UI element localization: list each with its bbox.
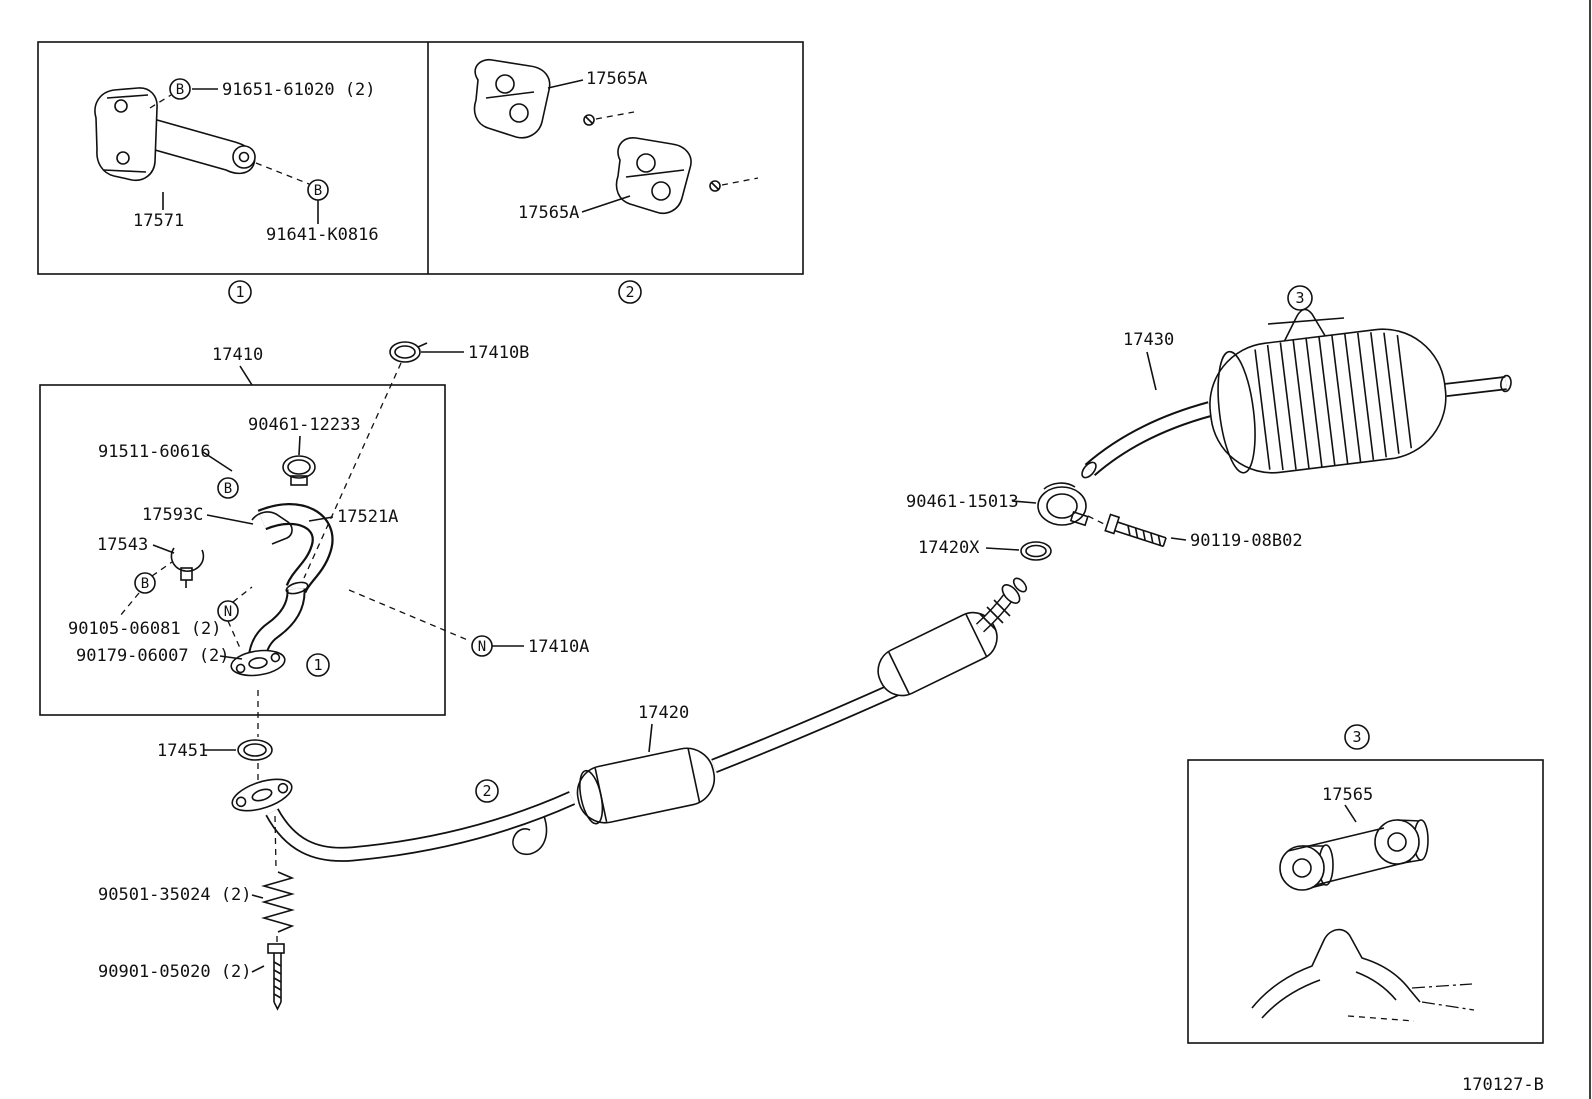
svg-text:3: 3 (1352, 728, 1361, 746)
spring-and-bolt-hardware: 90501-35024 (2) 90901-05020 (2) (98, 815, 295, 1011)
label-91511-60616: 91511-60616 (98, 442, 211, 462)
detail-boxes (37, 0, 1591, 1099)
front-pipe-box-labels: 17410 17410B 90461-12233 91511-60616 B 1… (68, 341, 589, 677)
label-17543: 17543 (97, 535, 148, 555)
label-17565A-bottom: 17565A (518, 203, 579, 223)
callout-n-1: N (224, 604, 232, 620)
section-number-2: 2 (618, 280, 642, 304)
rear-clamp-hardware: 90461-15013 17420X 90119-08B02 (906, 482, 1303, 561)
label-17565A-top: 17565A (586, 69, 647, 89)
label-17451: 17451 (157, 741, 208, 761)
label-17430: 17430 (1123, 330, 1174, 350)
drawing-number: 170127-B (1462, 1075, 1544, 1095)
hanger-bracket-sketch (1251, 928, 1475, 1022)
label-17420X: 17420X (918, 538, 980, 558)
section-number-3-top: 3 (1287, 285, 1313, 311)
section-number-1: 1 (228, 280, 252, 304)
callout-b-4: B (141, 576, 149, 592)
svg-text:2: 2 (625, 283, 634, 301)
section1-callouts: B 91651-61020 (2) 17571 B 91641-K0816 (133, 78, 379, 245)
label-17410B: 17410B (468, 343, 529, 363)
front-pipe-assembly-drawing (170, 455, 334, 677)
label-17593C: 17593C (142, 505, 203, 525)
section-ref-2: 2 (482, 782, 491, 800)
label-90461-12233: 90461-12233 (248, 415, 361, 435)
label-17410: 17410 (212, 345, 263, 365)
label-90501-35024: 90501-35024 (2) (98, 885, 252, 905)
label-17571: 17571 (133, 211, 184, 231)
label-90119-08B02: 90119-08B02 (1190, 531, 1303, 551)
label-91641-K0816: 91641-K0816 (266, 225, 379, 245)
hanger-17565A-top-drawing (473, 58, 635, 139)
center-pipe-17420-drawing: 17420 2 (231, 577, 1028, 862)
label-17565: 17565 (1322, 785, 1373, 805)
label-90179-06007: 90179-06007 (2) (76, 646, 230, 666)
label-90901-05020: 90901-05020 (2) (98, 962, 252, 982)
section2-labels: 17565A 17565A (518, 69, 647, 223)
rear-muffler-17430-drawing: 17430 (1081, 308, 1512, 479)
label-17521A: 17521A (337, 507, 398, 527)
callout-b-1: B (176, 82, 184, 98)
hanger-17565-drawing: 17565 (1279, 785, 1429, 891)
section-ref-1: 1 (313, 656, 322, 674)
label-17410A: 17410A (528, 637, 589, 657)
callout-n-2: N (478, 639, 486, 655)
label-17420: 17420 (638, 703, 689, 723)
gasket-17451-drawing: 17451 (157, 690, 273, 780)
label-90105-06081: 90105-06081 (2) (68, 619, 222, 639)
callout-b-2: B (314, 183, 322, 199)
label-91651-61020: 91651-61020 (2) (222, 80, 376, 100)
bolt-90119-drawing (1104, 513, 1167, 548)
callout-b-3: B (224, 481, 232, 497)
bracket-17571-drawing (94, 87, 256, 182)
label-90461-15013: 90461-15013 (906, 492, 1019, 512)
hanger-17565A-bottom-drawing (615, 137, 759, 214)
section-number-3-bottom: 3 (1344, 724, 1370, 750)
svg-text:3: 3 (1295, 289, 1304, 307)
svg-text:1: 1 (235, 283, 244, 301)
